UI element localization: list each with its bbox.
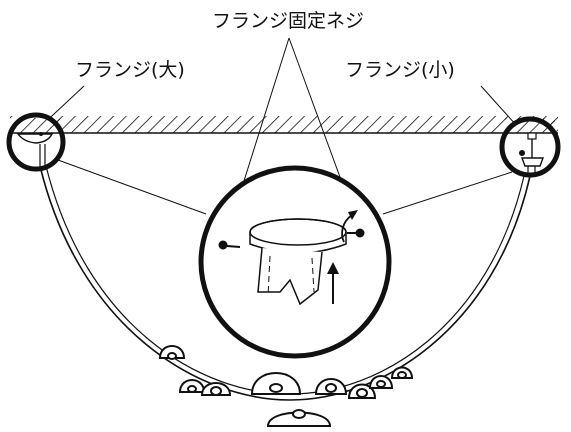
right-screw-icon xyxy=(347,228,365,238)
detail-connectors xyxy=(57,159,513,215)
cable-clamp xyxy=(368,375,394,389)
flange-small-magnifier xyxy=(499,116,561,178)
cable-clamp xyxy=(314,378,348,395)
cable-clamp xyxy=(390,366,414,379)
left-screw-icon xyxy=(218,240,241,250)
flange-detail-circle xyxy=(198,165,392,359)
label-flange-large: フランジ(大) xyxy=(75,59,185,81)
ceiling xyxy=(10,116,558,134)
cable-clamp xyxy=(266,409,332,427)
cable-clamp xyxy=(347,383,377,399)
cable-clamp xyxy=(158,345,186,360)
cable-clamp xyxy=(200,382,232,396)
up-arrow-icon xyxy=(327,262,339,304)
flange-large-magnifier xyxy=(6,112,66,172)
cable-clamps xyxy=(158,345,414,427)
rotate-arrow-icon xyxy=(341,210,358,243)
cable-clamp xyxy=(250,372,302,395)
label-flange-screw: フランジ固定ネジ xyxy=(212,10,364,32)
label-flange-small: フランジ(小) xyxy=(345,59,455,81)
cable-clamp xyxy=(178,379,206,393)
